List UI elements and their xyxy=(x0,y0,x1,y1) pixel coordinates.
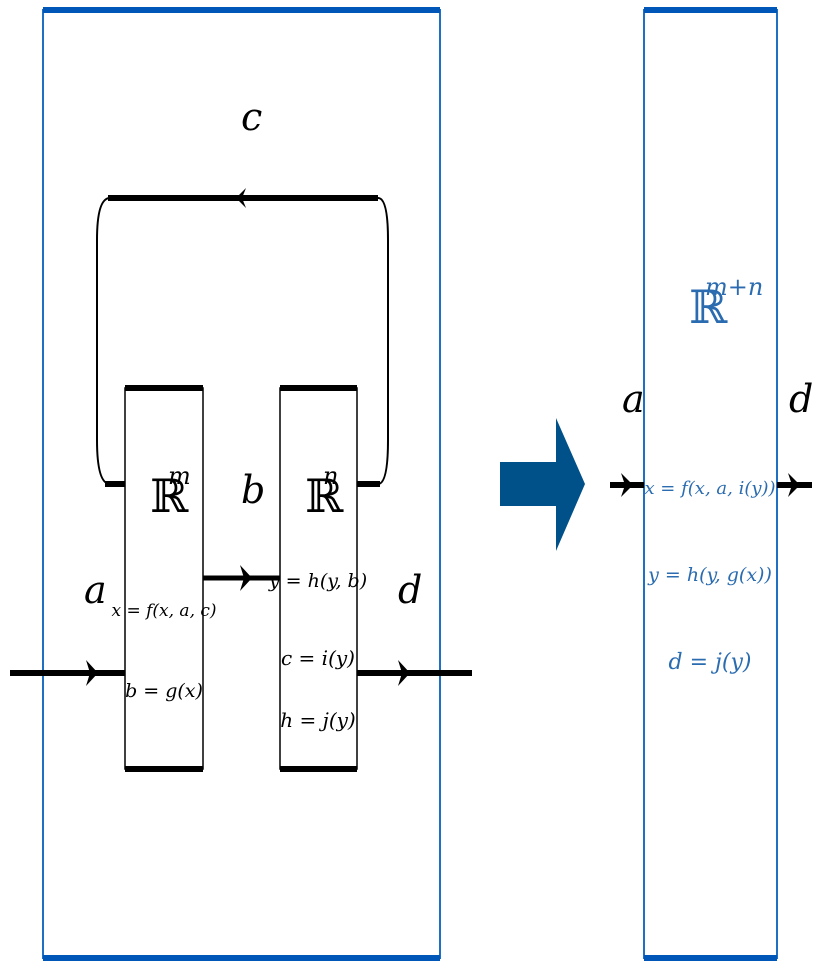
transform-arrow-icon xyxy=(500,418,585,551)
right-panel: ℝ m+n x = f(x, a, i(y)) y = h(y, g(x)) d… xyxy=(643,7,778,961)
signal-a xyxy=(10,660,125,686)
block-rm: ℝ m x = f(x, a, c) b = g(x) xyxy=(111,385,217,772)
arrowhead-right-icon xyxy=(621,473,633,497)
block-rn: ℝ n y = h(y, b) c = i(y) h = j(y) xyxy=(268,385,367,772)
right-panel-exp: m+n xyxy=(705,273,763,301)
block-rn-space: ℝ xyxy=(305,469,344,523)
arrowhead-right-icon xyxy=(240,565,252,591)
signal-d xyxy=(357,660,472,686)
block-rn-eq-3: h = j(y) xyxy=(280,708,355,732)
right-label-d: d xyxy=(789,377,813,421)
arrowhead-right-icon xyxy=(398,660,410,686)
right-signal-d xyxy=(777,473,812,497)
block-rm-space: ℝ xyxy=(150,469,189,523)
right-panel-space: ℝ xyxy=(689,280,728,334)
right-panel-eq-3: d = j(y) xyxy=(669,650,752,675)
arrowhead-left-icon xyxy=(236,188,246,208)
right-signal-a xyxy=(610,473,644,497)
signal-b xyxy=(203,565,280,591)
left-panel xyxy=(42,7,441,961)
block-rm-eq-2: b = g(x) xyxy=(125,680,203,702)
feedback-loop-c xyxy=(96,188,389,487)
arrowhead-right-icon xyxy=(86,660,98,686)
arrowhead-right-icon xyxy=(788,473,800,497)
block-rm-exp: m xyxy=(168,462,191,490)
label-d: d xyxy=(398,568,422,612)
block-rm-eq-1: x = f(x, a, c) xyxy=(111,601,216,621)
block-rn-exp: n xyxy=(323,462,338,490)
label-c: c xyxy=(241,95,262,139)
label-a: a xyxy=(84,568,107,612)
label-b: b xyxy=(241,468,265,512)
block-rm-box xyxy=(124,387,204,770)
right-panel-eq-2: y = h(y, g(x)) xyxy=(647,564,772,586)
right-panel-eq-1: x = f(x, a, i(y)) xyxy=(644,478,775,499)
block-rn-eq-1: y = h(y, b) xyxy=(268,570,367,592)
block-rn-eq-2: c = i(y) xyxy=(281,646,355,670)
right-label-a: a xyxy=(622,377,645,421)
